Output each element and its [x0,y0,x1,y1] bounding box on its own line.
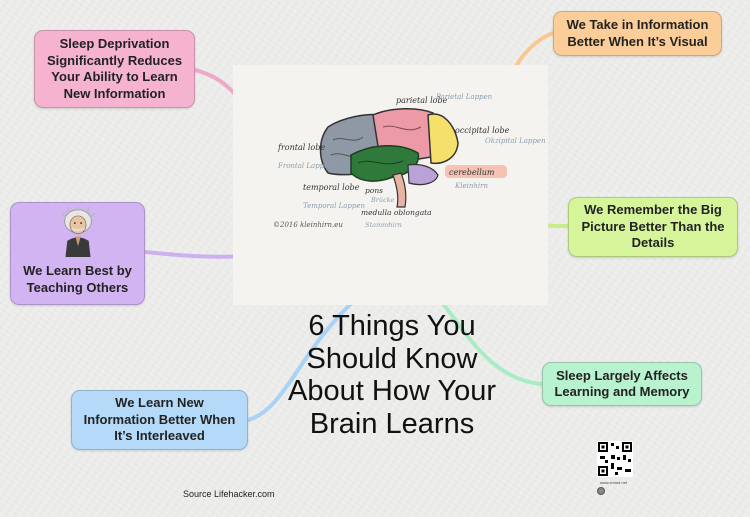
topic-big-picture-label: We Remember the Big Picture Better Than … [581,202,725,251]
link-teaching [143,250,247,259]
label-parietal: parietal lobe [396,96,448,105]
central-topic[interactable]: 6 Things You Should Know About How Your … [288,310,496,440]
label-occipital: occipital lobe [455,126,510,135]
label-medulla: medulla oblongata [361,208,432,217]
source-credit: Source Lifehacker.com [183,489,275,499]
topic-sleep-deprivation[interactable]: Sleep Deprivation Significantly Reduces … [34,30,195,108]
topic-interleaved-learning[interactable]: We Learn New Information Better When It’… [71,390,248,450]
label-medulla-sub: Stammhirn [365,221,402,229]
topic-sleep-deprivation-label: Sleep Deprivation Significantly Reduces … [46,36,183,101]
label-pons: pons [365,186,383,195]
topic-interleaved-learning-label: We Learn New Information Better When It’… [83,395,236,444]
label-cerebellum: cerebellum [449,168,495,177]
label-temporal: temporal lobe [303,183,360,192]
label-frontal: frontal lobe [277,143,325,152]
label-parietal-sub: Parietal Lappen [435,93,493,101]
image-credit: ©2016 kleinhirn.eu [273,221,343,229]
qr-caption: www.xmind.net [600,480,627,485]
einstein-avatar-icon [60,207,96,257]
xmind-logo-icon [597,487,605,495]
link-visual [513,31,555,70]
link-sleep-memory [438,298,544,386]
label-pons-sub: Brücke [370,196,395,204]
qr-code-icon [597,441,633,477]
topic-sleep-memory-label: Sleep Largely Affects Learning and Memor… [554,367,690,400]
label-frontal-sub: Frontal Lappen [277,162,333,170]
topic-visual-information-label: We Take in Information Better When It’s … [566,17,709,49]
topic-teaching-others[interactable]: We Learn Best by Teaching Others [10,202,145,305]
label-temporal-sub: Temporal Lappen [303,202,366,210]
topic-big-picture[interactable]: We Remember the Big Picture Better Than … [568,197,738,257]
topic-visual-information[interactable]: We Take in Information Better When It’s … [553,11,722,56]
brain-illustration: parietal lobe Parietal Lappen occipital … [233,65,548,305]
topic-sleep-memory[interactable]: Sleep Largely Affects Learning and Memor… [542,362,702,406]
label-cerebellum-sub: Kleinhirn [454,182,488,190]
label-occipital-sub: Okzipital Lappen [485,137,546,145]
link-interleaved [246,298,357,422]
topic-teaching-others-label: We Learn Best by Teaching Others [23,263,132,295]
